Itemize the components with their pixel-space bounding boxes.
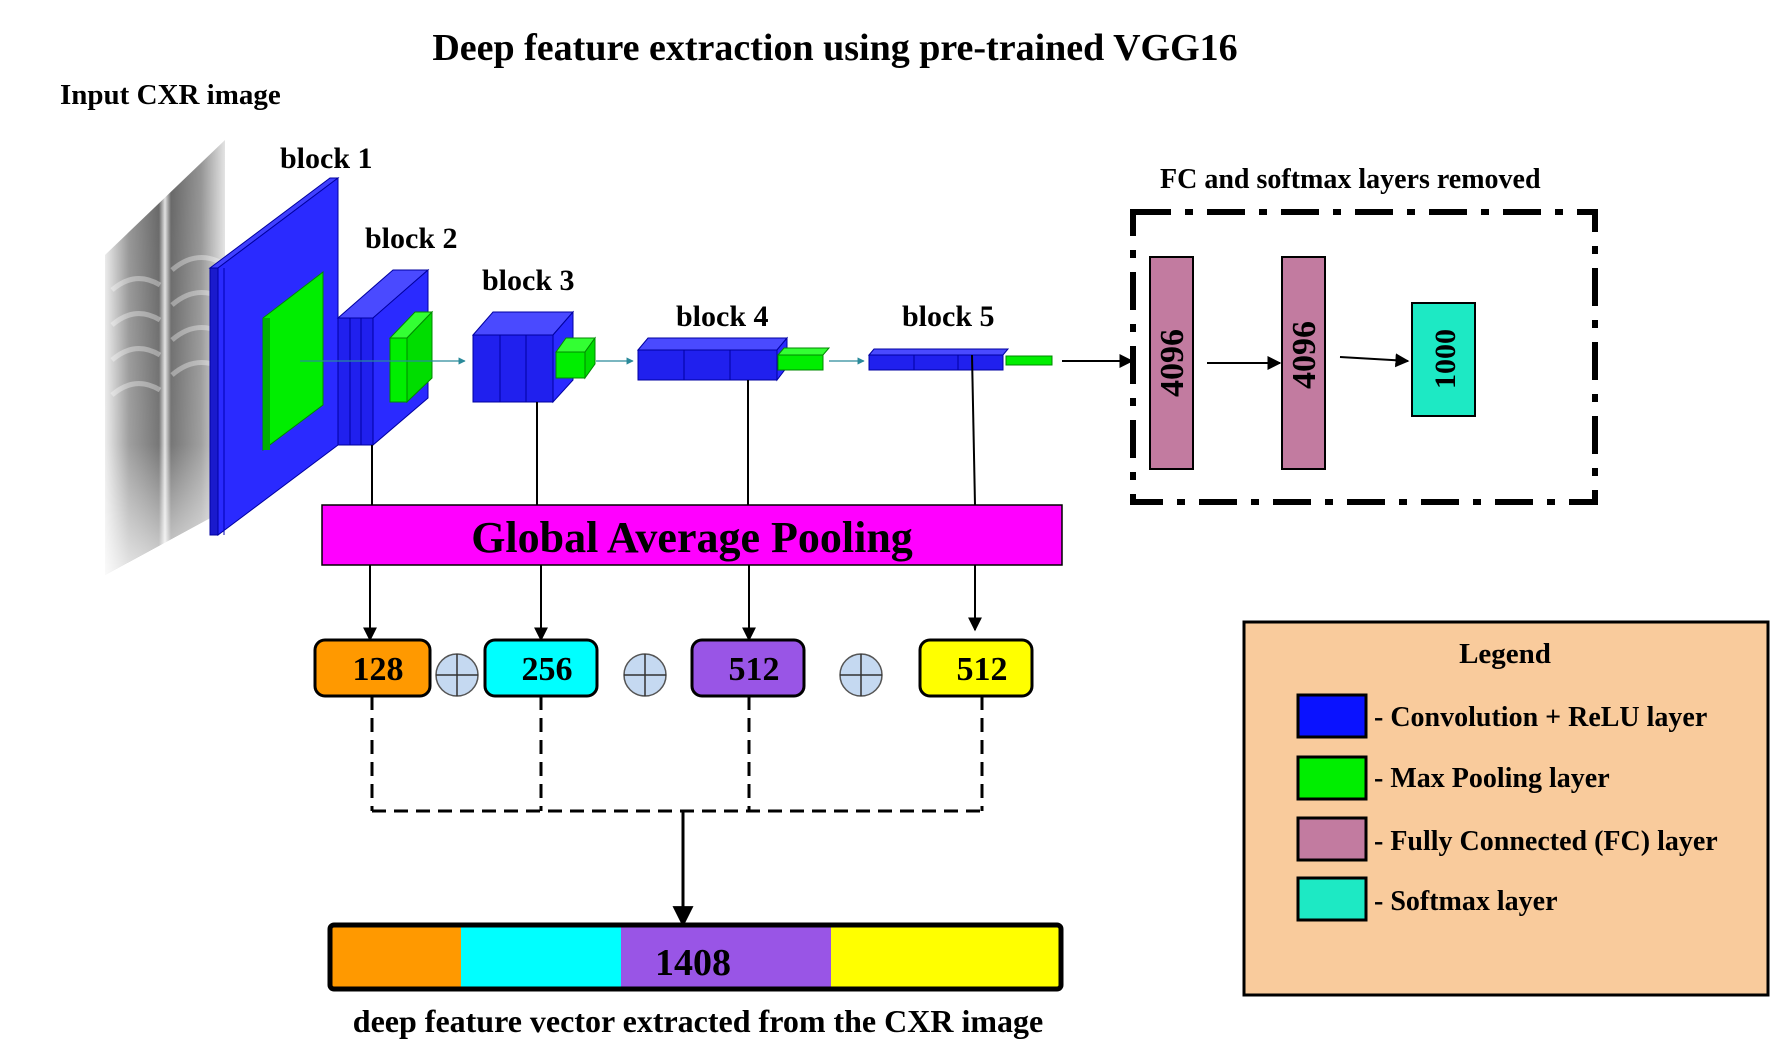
legend-swatch-softmax — [1296, 876, 1368, 922]
block-2 — [336, 268, 434, 447]
legend-title: Legend — [1459, 638, 1551, 670]
concat-icon — [839, 653, 883, 697]
legend-swatch-conv — [1296, 693, 1368, 739]
input-image-label: Input CXR image — [60, 79, 281, 111]
merge-lines — [370, 696, 984, 813]
concat-icon — [623, 653, 667, 697]
removed-layers-label: FC and softmax layers removed — [1160, 164, 1541, 195]
concat-icon — [435, 653, 479, 697]
block-3-label: block 3 — [482, 264, 575, 297]
block-5-label: block 5 — [902, 300, 995, 333]
removed-layers-box — [1130, 209, 1598, 505]
fc-layer-1 — [1149, 256, 1194, 470]
legend-item-pool: - Max Pooling layer — [1374, 763, 1610, 794]
feature-box-256-label: 256 — [522, 651, 573, 688]
flow-arrow — [1339, 353, 1410, 368]
block-4-label: block 4 — [676, 300, 769, 333]
block-1-label: block 1 — [280, 142, 373, 175]
legend-item-fc: - Fully Connected (FC) layer — [1374, 826, 1718, 857]
legend-item-softmax: - Softmax layer — [1374, 886, 1558, 917]
legend-item-conv: - Convolution + ReLU layer — [1374, 702, 1707, 733]
feature-box-128-label: 128 — [353, 651, 404, 688]
legend: Legend - Convolution + ReLU layer - Max … — [1242, 620, 1770, 997]
legend-swatch-fc — [1296, 816, 1368, 862]
softmax-layer-label: 1000 — [1429, 329, 1462, 389]
block-2-label: block 2 — [365, 222, 458, 255]
feature-box-512-a-label: 512 — [729, 651, 780, 688]
block-1 — [208, 177, 340, 536]
page-title: Deep feature extraction using pre-traine… — [432, 27, 1237, 69]
fc-layer-1-label: 4096 — [1154, 329, 1191, 397]
input-cxr-image — [105, 140, 225, 575]
softmax-layer — [1411, 302, 1476, 417]
fc-layer-2 — [1281, 256, 1326, 470]
deep-feature-vector — [327, 922, 1064, 992]
feature-vector-size: 1408 — [655, 942, 731, 984]
global-average-pooling-label: Global Average Pooling — [471, 513, 913, 562]
feature-box-512-b-label: 512 — [957, 651, 1008, 688]
global-average-pooling-bar — [321, 504, 1063, 566]
block-4 — [636, 336, 831, 382]
block-5 — [867, 348, 1053, 371]
block-3 — [471, 310, 596, 404]
feature-box-512-b — [918, 638, 1034, 698]
feature-vector-caption: deep feature vector extracted from the C… — [353, 1003, 1043, 1039]
fc-layer-2-label: 4096 — [1286, 321, 1323, 389]
legend-swatch-pool — [1296, 755, 1368, 801]
